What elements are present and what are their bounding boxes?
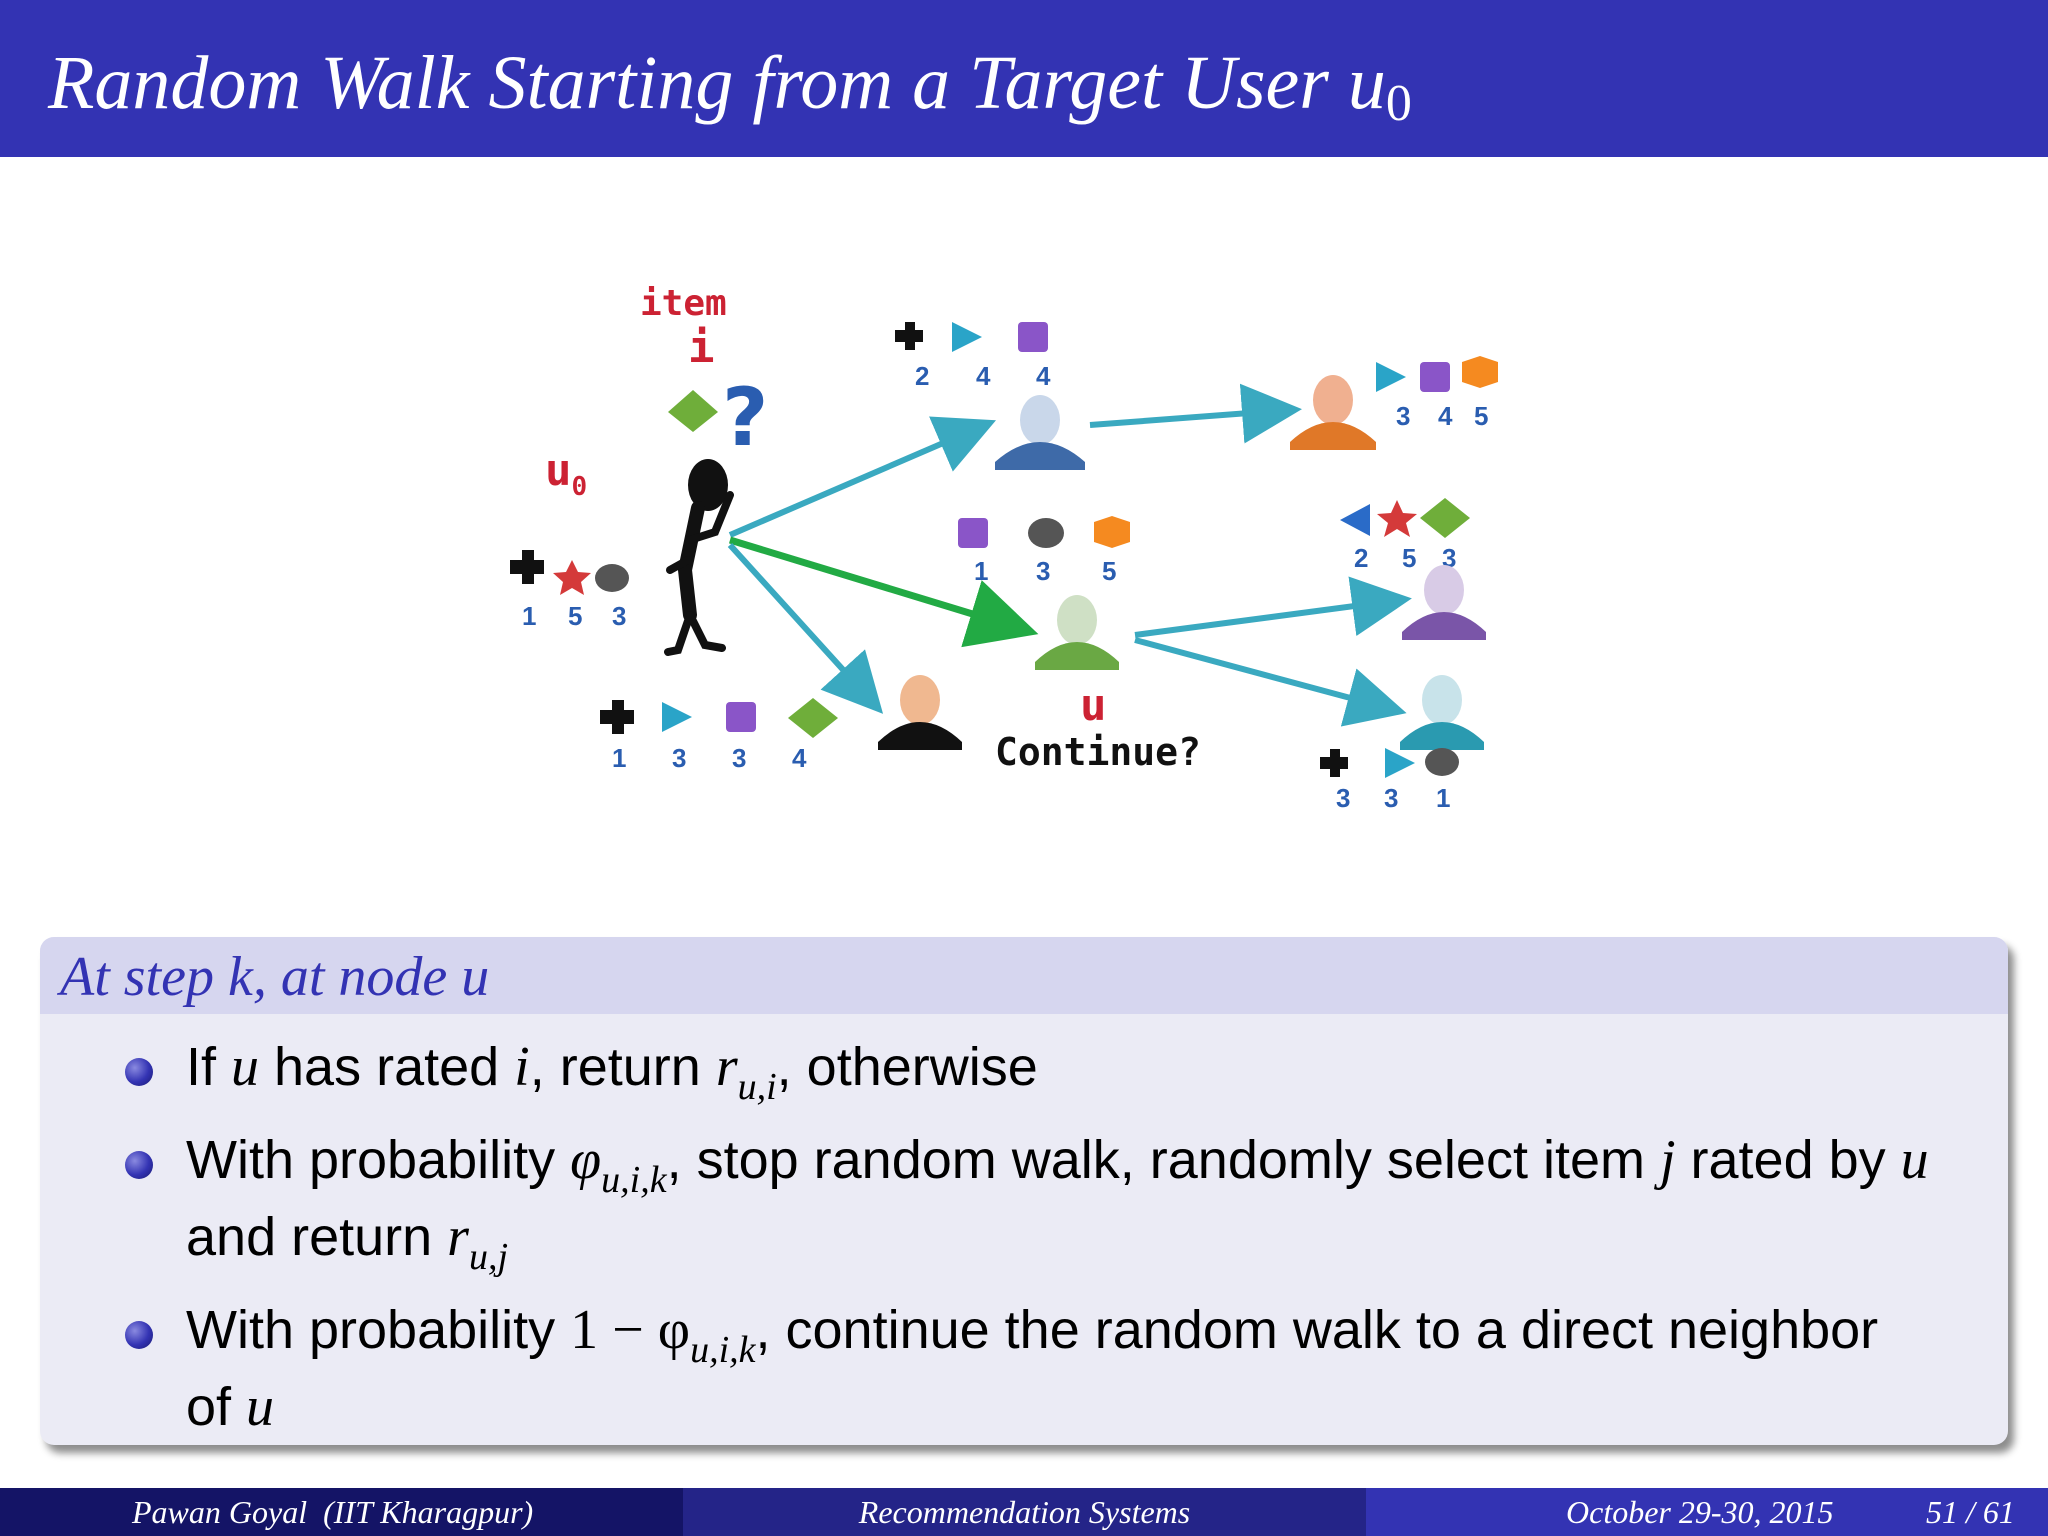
user-bottom: 1 3 3 4 — [600, 675, 962, 773]
user-u: 1 3 5 u Continue? — [958, 516, 1201, 774]
svg-text:4: 4 — [1438, 401, 1453, 431]
thinking-figure-icon — [664, 459, 734, 656]
svg-text:3: 3 — [1036, 556, 1050, 586]
bullet-2-text-line-2: and return ru,j — [186, 1206, 509, 1278]
footer: Pawan Goyal (IIT Kharagpur) Recommendati… — [0, 1488, 2048, 1536]
arrow-to-user-u — [728, 536, 1039, 648]
svg-text:4: 4 — [1036, 361, 1051, 391]
svg-text:3: 3 — [672, 743, 686, 773]
continue-label: Continue? — [995, 730, 1201, 774]
bullet-1 — [125, 1058, 153, 1086]
user-right-bottom: 3 3 1 — [1320, 675, 1484, 813]
footer-author: Pawan Goyal (IIT Kharagpur) — [132, 1494, 534, 1530]
red-star-icon — [553, 560, 591, 595]
svg-text:3: 3 — [1336, 783, 1350, 813]
title-bar: Random Walk Starting from a Target User … — [0, 0, 2048, 157]
green-diamond-icon — [788, 698, 838, 738]
svg-text:2: 2 — [915, 361, 929, 391]
gray-circle-icon — [1425, 748, 1459, 776]
item-i-label: i — [688, 322, 715, 373]
arrow-to-top-user — [728, 416, 997, 538]
svg-text:3: 3 — [612, 601, 626, 631]
orange-hexagon-icon — [1462, 356, 1498, 388]
u-label: u — [1080, 680, 1107, 731]
block-title: At step k, at node u — [60, 946, 490, 1008]
user-right-top: 3 4 5 — [1290, 356, 1498, 450]
bullet-3-text-line-1: With probability 1 − φu,i,k, continue th… — [186, 1299, 1879, 1371]
user-avatar-icon — [1035, 595, 1119, 670]
red-star-icon — [1377, 500, 1417, 537]
bullet-2 — [125, 1151, 153, 1179]
purple-square-icon — [1018, 322, 1048, 352]
black-cross-icon — [600, 700, 634, 734]
arrow-top-to-right — [1089, 383, 1302, 444]
svg-text:5: 5 — [1102, 556, 1116, 586]
svg-text:1: 1 — [522, 601, 536, 631]
block-header: At step k, at node u — [40, 937, 2008, 1014]
purple-square-icon — [958, 518, 988, 548]
user-top: 2 4 4 — [895, 322, 1085, 470]
gray-circle-icon — [595, 564, 629, 592]
svg-text:5: 5 — [1474, 401, 1488, 431]
algorithm-block: At step k, at node u If u has rated i, r… — [40, 937, 2008, 1445]
user-avatar-icon — [878, 675, 962, 750]
svg-text:3: 3 — [732, 743, 746, 773]
top-user-items: 2 4 4 — [895, 322, 1051, 391]
user-avatar-icon — [1400, 675, 1484, 750]
svg-text:3: 3 — [1384, 783, 1398, 813]
svg-text:4: 4 — [976, 361, 991, 391]
teal-triangle-icon — [1376, 362, 1406, 392]
orange-hexagon-icon — [1094, 516, 1130, 548]
u0-label: u0 — [545, 445, 587, 502]
slide-title: Random Walk Starting from a Target User … — [48, 41, 1412, 132]
bullet-2-text-line-1: With probability φu,i,k, stop random wal… — [186, 1129, 1929, 1201]
random-walk-diagram: item i ? u0 1 5 3 2 4 4 — [510, 283, 1498, 813]
arrow-to-bottom-user — [727, 542, 884, 714]
user-avatar-icon — [1290, 375, 1376, 450]
purple-square-icon — [726, 702, 756, 732]
green-diamond-icon — [1420, 498, 1470, 538]
arrow-u-to-right-bottom — [1134, 637, 1407, 727]
bullet-3-text-line-2: of u — [186, 1376, 275, 1438]
black-cross-icon — [1320, 749, 1348, 777]
black-cross-icon — [895, 322, 923, 350]
footer-date: October 29-30, 2015 — [1566, 1494, 1834, 1530]
user-avatar-icon — [1402, 565, 1486, 640]
svg-text:4: 4 — [792, 743, 807, 773]
svg-text:1: 1 — [612, 743, 626, 773]
svg-text:1: 1 — [974, 556, 988, 586]
footer-author-panel: Pawan Goyal (IIT Kharagpur) — [0, 1488, 683, 1536]
svg-text:5: 5 — [1402, 543, 1416, 573]
bullet-1-text: If u has rated i, return ru,i, otherwise — [186, 1036, 1038, 1108]
svg-text:3: 3 — [1396, 401, 1410, 431]
question-mark-icon: ? — [722, 371, 768, 464]
teal-triangle-icon — [952, 322, 982, 352]
svg-text:1: 1 — [1436, 783, 1450, 813]
bullet-3 — [125, 1321, 153, 1349]
u0-rated-items: 1 5 3 — [510, 550, 629, 631]
item-label: item — [640, 283, 727, 324]
svg-text:2: 2 — [1354, 543, 1368, 573]
user-right-mid: 2 5 3 — [1340, 498, 1486, 640]
arrow-u-to-right-mid — [1134, 576, 1412, 638]
user-avatar-icon — [995, 395, 1085, 470]
footer-title-panel: Recommendation Systems — [683, 1488, 1366, 1536]
footer-date-panel: October 29-30, 2015 51 / 61 — [1366, 1488, 2048, 1536]
target-item-diamond-icon — [668, 390, 718, 432]
teal-triangle-icon — [662, 702, 692, 732]
teal-triangle-icon — [1385, 748, 1415, 778]
footer-page-number: 51 / 61 — [1926, 1494, 2015, 1530]
purple-square-icon — [1420, 362, 1450, 392]
gray-circle-icon — [1028, 518, 1064, 548]
blue-triangle-left-icon — [1340, 504, 1370, 536]
black-cross-icon — [510, 550, 544, 584]
footer-title: Recommendation Systems — [858, 1494, 1191, 1530]
svg-text:5: 5 — [568, 601, 582, 631]
